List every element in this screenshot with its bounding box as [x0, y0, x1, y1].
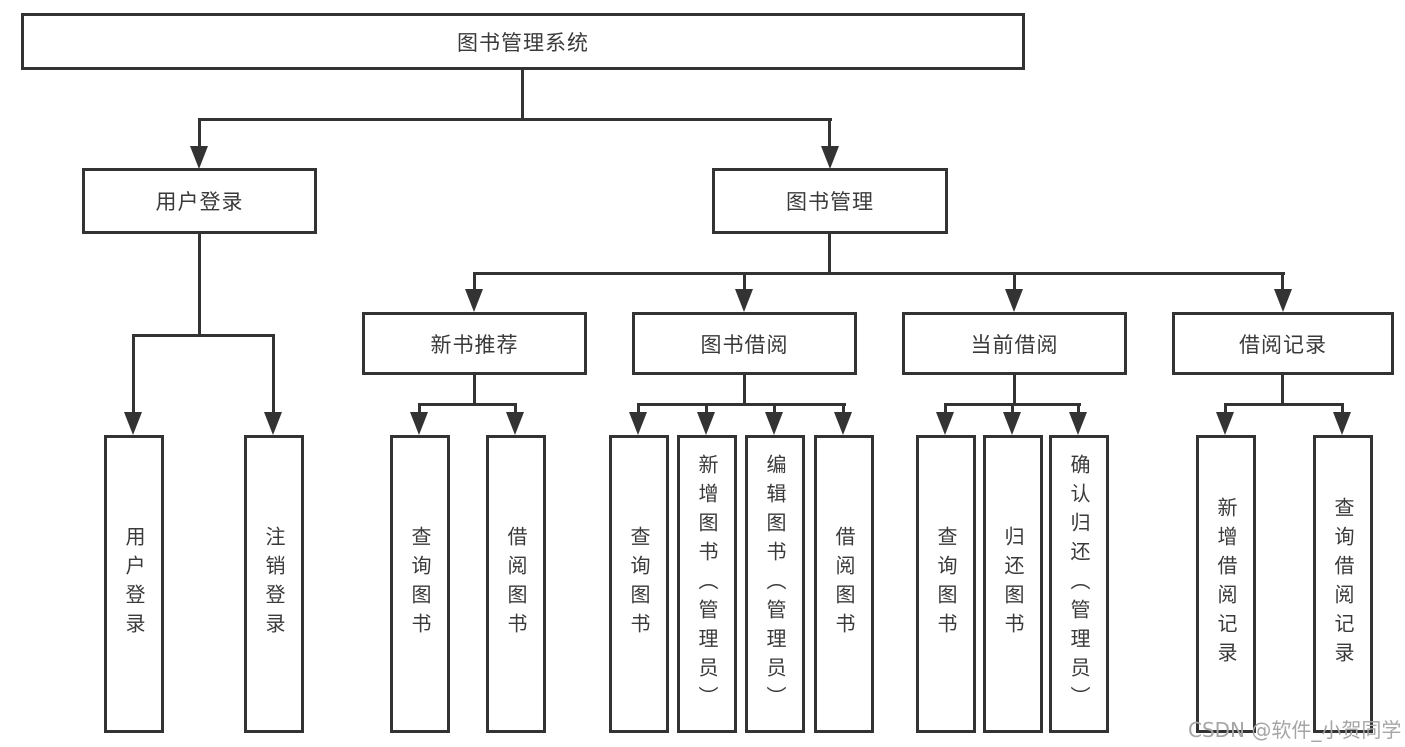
connector-leaf	[637, 403, 640, 415]
node-book-borrowing: 图书借阅	[632, 312, 857, 375]
connector-user-login-split	[132, 334, 275, 337]
arrowhead-leaf	[936, 412, 954, 435]
connector-new-book-stem	[473, 375, 476, 406]
connector-leaf	[418, 403, 421, 415]
connector-leaf	[1341, 403, 1344, 415]
node-edit-book-admin: 编辑图书（管理员）	[745, 435, 805, 733]
node-logout-leaf: 注销登录	[244, 435, 304, 733]
node-current-borrowing: 当前借阅	[902, 312, 1127, 375]
connector-to-user-login	[198, 118, 201, 148]
arrowhead-leaf	[1003, 412, 1021, 435]
connector-to-logout-leaf	[272, 334, 275, 416]
node-library-system: 图书管理系统	[21, 13, 1025, 70]
connector-leaf	[842, 403, 845, 415]
node-new-book-recommend: 新书推荐	[362, 312, 587, 375]
connector-leaf	[514, 403, 517, 415]
node-user-login: 用户登录	[82, 168, 317, 234]
connector-leaf	[705, 403, 708, 415]
connector-borrow-records-stem	[1281, 375, 1284, 406]
node-label: 借阅图书	[832, 526, 856, 642]
arrowhead-leaf	[1333, 412, 1351, 435]
arrowhead-leaf	[834, 412, 852, 435]
node-borrow-books-leaf: 借阅图书	[814, 435, 874, 733]
arrowhead-login-leaf	[124, 412, 142, 435]
node-label: 查询借阅记录	[1331, 497, 1355, 671]
connector-user-login-stem	[198, 234, 201, 337]
arrowhead-current-borrow	[1005, 289, 1023, 312]
connector-to-current-borrow	[1013, 272, 1016, 292]
arrowhead-book-borrow	[735, 289, 753, 312]
arrowhead-leaf	[765, 412, 783, 435]
connector-leaf	[773, 403, 776, 415]
arrowhead-user-login	[190, 146, 208, 169]
connector-borrow-records-split	[1224, 403, 1344, 406]
connector-leaf	[1011, 403, 1014, 415]
arrowhead-new-book	[465, 289, 483, 312]
connector-to-borrow-records	[1281, 272, 1284, 292]
node-borrowing-records: 借阅记录	[1172, 312, 1394, 375]
node-label: 归还图书	[1001, 526, 1025, 642]
arrowhead-leaf	[697, 412, 715, 435]
node-query-books-borrowing: 查询图书	[609, 435, 669, 733]
arrowhead-leaf	[629, 412, 647, 435]
csdn-watermark: CSDN @软件_小贺同学	[1188, 718, 1402, 742]
node-query-books-recommend: 查询图书	[390, 435, 450, 733]
arrowhead-borrow-records	[1274, 289, 1292, 312]
node-label: 新增借阅记录	[1214, 497, 1238, 671]
node-user-login-leaf: 用户登录	[104, 435, 164, 733]
node-query-books-current: 查询图书	[916, 435, 976, 733]
node-label: 借阅图书	[504, 526, 528, 642]
node-query-borrow-record: 查询借阅记录	[1313, 435, 1373, 733]
connector-leaf	[944, 403, 947, 415]
connector-leaf	[1224, 403, 1227, 415]
connector-to-book-borrow	[743, 272, 746, 292]
node-book-management: 图书管理	[712, 168, 948, 234]
arrowhead-logout-leaf	[264, 412, 282, 435]
node-label: 查询图书	[408, 526, 432, 642]
node-label: 新增图书（管理员）	[695, 453, 719, 715]
connector-to-book-management	[828, 118, 831, 148]
connector-leaf	[1077, 403, 1080, 415]
connector-book-mgmt-stem	[828, 234, 831, 275]
arrowhead-book-management	[821, 146, 839, 169]
connector-book-borrow-stem	[743, 375, 746, 406]
node-label: 编辑图书（管理员）	[763, 453, 787, 715]
node-label: 查询图书	[934, 526, 958, 642]
connector-current-borrow-stem	[1013, 375, 1016, 406]
arrowhead-leaf	[1069, 412, 1087, 435]
connector-book-mgmt-split	[473, 272, 1285, 275]
arrowhead-leaf	[410, 412, 428, 435]
node-add-book-admin: 新增图书（管理员）	[677, 435, 737, 733]
node-label: 查询图书	[627, 526, 651, 642]
node-borrow-books-recommend: 借阅图书	[486, 435, 546, 733]
connector-to-login-leaf	[132, 334, 135, 416]
arrowhead-leaf	[1216, 412, 1234, 435]
node-label: 用户登录	[122, 526, 146, 642]
connector-to-new-book	[473, 272, 476, 292]
node-add-borrow-record: 新增借阅记录	[1196, 435, 1256, 733]
connector-root-stem	[521, 70, 524, 119]
connector-root-split	[198, 118, 832, 121]
arrowhead-leaf	[506, 412, 524, 435]
node-confirm-return-admin: 确认归还（管理员）	[1049, 435, 1109, 733]
node-label: 注销登录	[262, 526, 286, 642]
connector-book-borrow-split	[637, 403, 846, 406]
node-label: 确认归还（管理员）	[1067, 453, 1091, 715]
node-return-books: 归还图书	[983, 435, 1043, 733]
connector-new-book-split	[418, 403, 517, 406]
